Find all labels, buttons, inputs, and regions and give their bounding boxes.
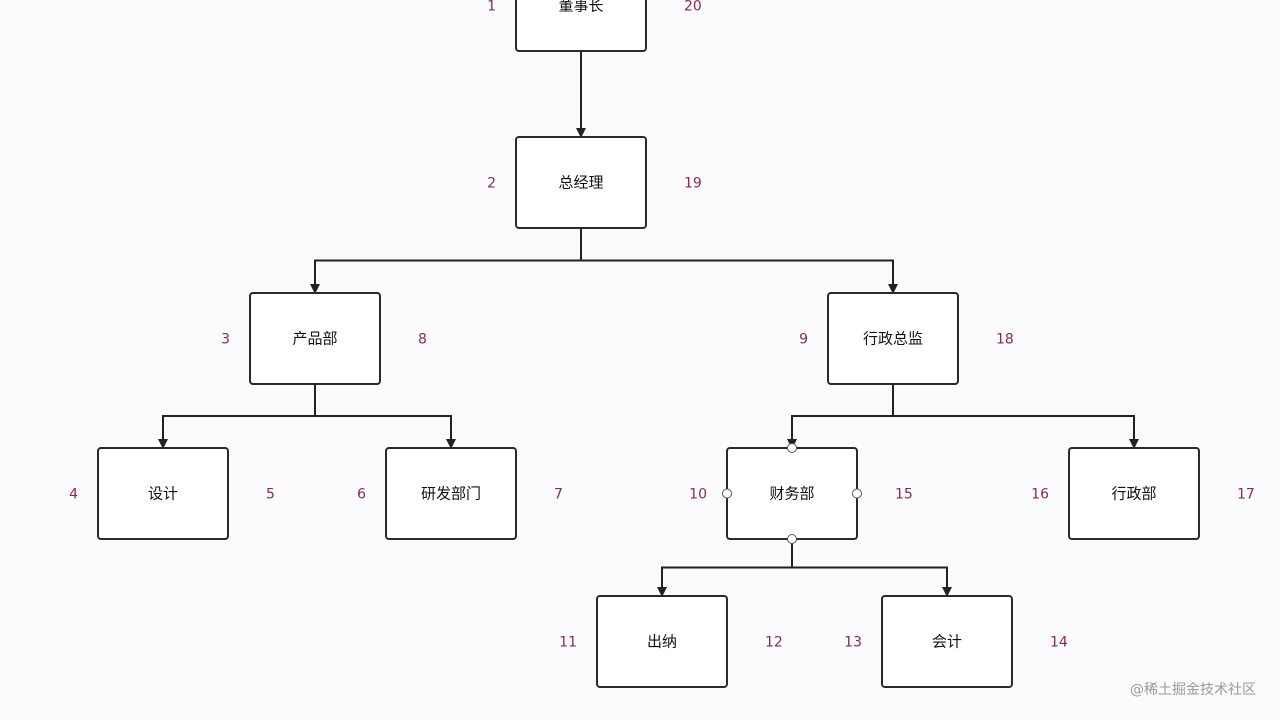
right-number: 20 <box>684 0 702 15</box>
node-box[interactable] <box>1068 447 1200 540</box>
edge-admin_dir-finance <box>787 384 894 449</box>
node-product[interactable]: 产品部 <box>249 292 381 385</box>
left-number: 11 <box>559 635 577 651</box>
edge-finance-cashier <box>657 539 793 597</box>
node-box[interactable] <box>385 447 517 540</box>
node-label: 会计 <box>932 633 962 651</box>
node-box[interactable] <box>97 447 229 540</box>
node-chairman[interactable]: 董事长 <box>515 0 647 52</box>
node-admin[interactable]: 行政部 <box>1068 447 1200 540</box>
left-number: 6 <box>357 487 366 503</box>
handle-right[interactable] <box>852 488 862 499</box>
edge-product-design <box>158 384 316 449</box>
node-label: 研发部门 <box>421 485 481 503</box>
right-number: 15 <box>895 487 913 503</box>
node-rnd[interactable]: 研发部门 <box>385 447 517 540</box>
node-box[interactable] <box>596 595 728 688</box>
left-number: 13 <box>844 635 862 651</box>
node-box[interactable] <box>249 292 381 385</box>
right-number: 12 <box>765 635 783 651</box>
node-label: 产品部 <box>292 330 337 348</box>
node-finance[interactable]: 财务部 <box>726 447 858 540</box>
node-box[interactable] <box>827 292 959 385</box>
edge-gm-product <box>310 228 582 294</box>
right-number: 14 <box>1050 635 1068 651</box>
left-number: 9 <box>799 332 808 348</box>
node-label: 财务部 <box>769 485 814 503</box>
edge-finance-accounting <box>791 539 952 597</box>
left-number: 10 <box>689 487 707 503</box>
node-accounting[interactable]: 会计 <box>881 595 1013 688</box>
left-number: 1 <box>487 0 496 15</box>
node-box[interactable] <box>515 0 647 52</box>
handle-bottom[interactable] <box>787 534 797 544</box>
node-box[interactable] <box>881 595 1013 688</box>
node-design[interactable]: 设计 <box>97 447 229 540</box>
node-cashier[interactable]: 出纳 <box>596 595 728 688</box>
edge-product-rnd <box>314 384 456 449</box>
node-label: 行政总监 <box>863 330 923 348</box>
node-admin_dir[interactable]: 行政总监 <box>827 292 959 385</box>
right-number: 7 <box>554 487 563 503</box>
left-number: 16 <box>1031 487 1049 503</box>
node-label: 设计 <box>148 485 178 503</box>
edge-gm-admin_dir <box>580 228 898 294</box>
right-number: 19 <box>684 176 702 192</box>
left-number: 3 <box>221 332 230 348</box>
handle-top[interactable] <box>787 443 797 453</box>
edge-admin_dir-admin <box>892 384 1139 449</box>
left-number: 4 <box>69 487 78 503</box>
node-label: 出纳 <box>647 633 677 651</box>
right-number: 17 <box>1237 487 1255 503</box>
handle-left[interactable] <box>722 488 732 499</box>
right-number: 8 <box>418 332 427 348</box>
node-label: 董事长 <box>558 0 603 15</box>
right-number: 18 <box>996 332 1014 348</box>
left-number: 2 <box>487 176 496 192</box>
right-number: 5 <box>266 487 275 503</box>
node-label: 行政部 <box>1111 485 1156 503</box>
watermark-text: @稀土掘金技术社区 <box>1130 682 1256 698</box>
node-gm[interactable]: 总经理 <box>515 136 647 229</box>
node-label: 总经理 <box>558 174 603 192</box>
node-box[interactable] <box>515 136 647 229</box>
